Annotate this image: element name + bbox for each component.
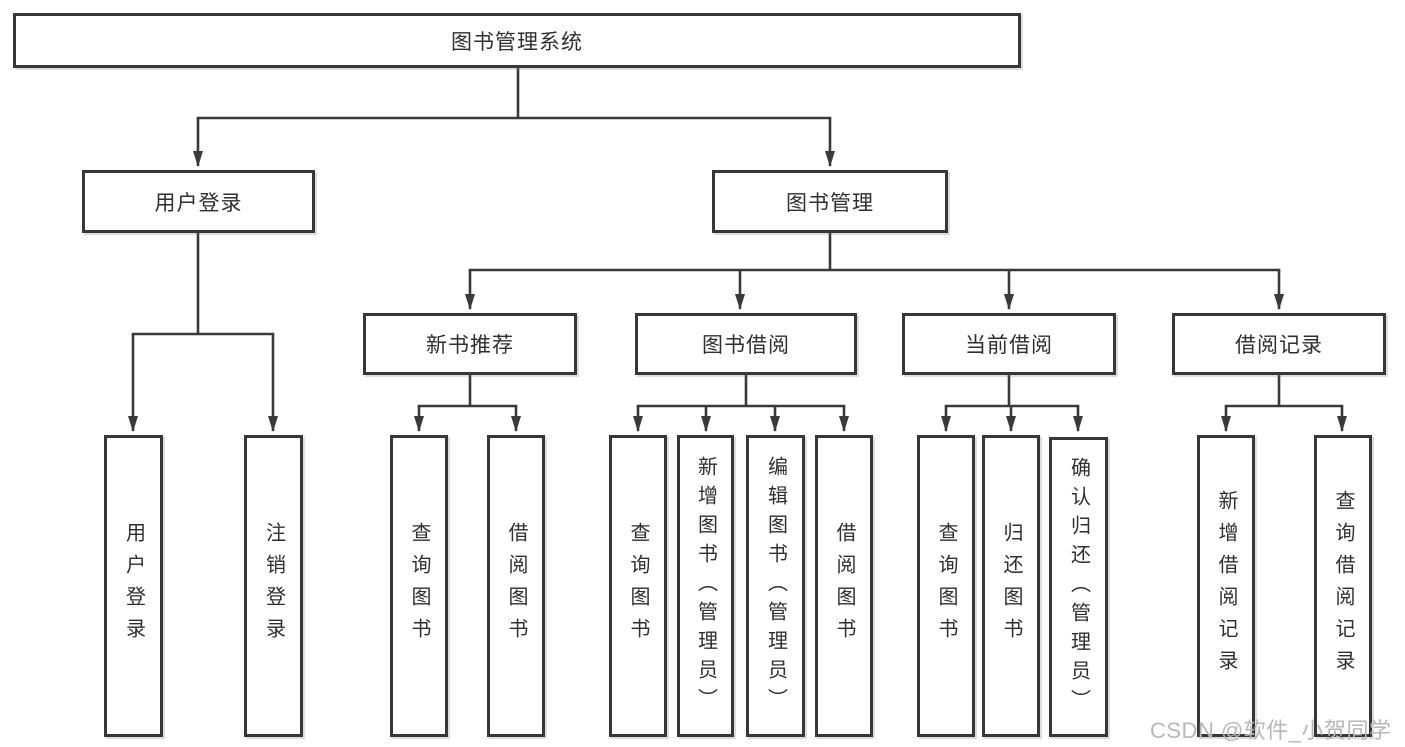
node-book-borrowing: 图书借阅 [635,313,857,375]
leaf-add-books-admin: 新增图书（管理员） [677,435,734,737]
node-new-book-recommend: 新书推荐 [363,313,577,375]
leaf-user-login-label: 用户登录 [122,522,145,650]
leaf-add-borrow-record-label: 新增借阅记录 [1215,490,1237,682]
leaf-return-books: 归还图书 [982,435,1040,737]
node-library-system-label: 图书管理系统 [451,30,583,54]
leaf-borrow-books-recommend: 借阅图书 [487,435,545,737]
node-book-management: 图书管理 [712,170,948,233]
node-borrowing-records: 借阅记录 [1172,313,1386,375]
node-user-login-label: 用户登录 [154,191,243,215]
leaf-query-books-recommend-label: 查询图书 [408,522,430,650]
leaf-query-borrow-record: 查询借阅记录 [1314,435,1372,737]
leaf-query-books-current-label: 查询图书 [935,522,957,650]
node-book-borrowing-label: 图书借阅 [702,334,790,357]
leaf-logout: 注销登录 [244,435,303,737]
leaf-confirm-return-admin: 确认归还（管理员） [1049,437,1108,737]
leaf-add-borrow-record: 新增借阅记录 [1197,435,1255,737]
leaf-query-borrow-record-label: 查询借阅记录 [1332,490,1354,682]
leaf-user-login: 用户登录 [104,435,163,737]
leaf-borrow-books-recommend-label: 借阅图书 [505,522,527,650]
leaf-borrow-books-label: 借阅图书 [833,522,855,650]
node-current-borrowing-label: 当前借阅 [965,334,1053,357]
leaf-logout-label: 注销登录 [262,522,285,650]
node-user-login: 用户登录 [82,170,315,233]
leaf-query-books-borrow-label: 查询图书 [627,522,649,650]
leaf-return-books-label: 归还图书 [1000,522,1022,650]
leaf-confirm-return-admin-label: 确认归还（管理员） [1067,456,1090,718]
leaf-edit-books-admin: 编辑图书（管理员） [746,435,805,737]
node-new-book-recommend-label: 新书推荐 [426,334,514,357]
leaf-add-books-admin-label: 新增图书（管理员） [694,455,717,717]
leaf-query-books-borrow: 查询图书 [609,435,667,737]
node-book-management-label: 图书管理 [786,191,874,215]
leaf-borrow-books: 借阅图书 [815,435,873,737]
node-borrowing-records-label: 借阅记录 [1235,334,1323,357]
leaf-edit-books-admin-label: 编辑图书（管理员） [764,455,787,717]
node-library-system: 图书管理系统 [13,13,1021,68]
node-current-borrowing: 当前借阅 [902,313,1116,375]
leaf-query-books-current: 查询图书 [917,435,975,737]
leaf-query-books-recommend: 查询图书 [390,435,448,737]
csdn-watermark: CSDN @软件_小贺同学 [1150,718,1392,743]
